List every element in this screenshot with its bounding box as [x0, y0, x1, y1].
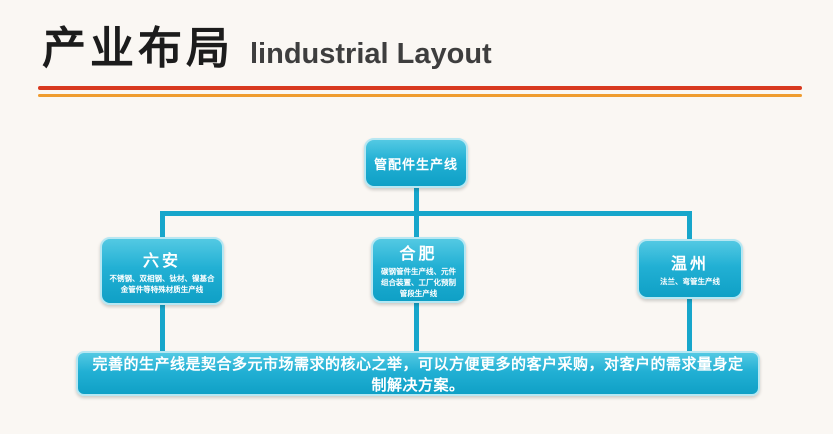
connector-horizontal	[160, 211, 692, 216]
node-hefei: 合肥 碳钢管件生产线、元件组合装置、工厂化预制管段生产线	[371, 237, 466, 303]
node-wenzhou: 温州 法兰、弯管生产线	[637, 239, 743, 299]
connector-drop-luan	[160, 211, 165, 239]
node-root-label: 管配件生产线	[373, 156, 458, 172]
node-luan-name: 六安	[142, 252, 181, 270]
node-luan-desc: 不锈钢、双相钢、钛材、镍基合金管件等特殊材质生产线	[109, 273, 215, 294]
node-hefei-desc: 碳钢管件生产线、元件组合装置、工厂化预制管段生产线	[381, 267, 456, 298]
node-wenzhou-desc: 法兰、弯管生产线	[660, 277, 720, 287]
connector-root-down	[414, 186, 419, 214]
node-hefei-name: 合肥	[399, 246, 438, 264]
title-chinese: 产业布局	[42, 24, 234, 73]
connector-luan-to-summary	[160, 303, 165, 353]
node-root: 管配件生产线	[364, 138, 468, 188]
divider-line-top	[38, 86, 802, 90]
title-english: lindustrial Layout	[250, 38, 492, 70]
summary-text: 完善的生产线是契合多元市场需求的核心之举，可以方便更多的客户采购，对客户的需求量…	[92, 355, 744, 394]
divider-line-bottom	[38, 94, 802, 97]
connector-hefei-to-summary	[414, 301, 419, 353]
connector-drop-wenzhou	[687, 211, 692, 241]
node-wenzhou-name: 温州	[670, 256, 709, 274]
connector-wenzhou-to-summary	[687, 297, 692, 353]
connector-drop-hefei	[414, 211, 419, 239]
summary-bar: 完善的生产线是契合多元市场需求的核心之举，可以方便更多的客户采购，对客户的需求量…	[76, 351, 760, 396]
page-title: 产业布局 lindustrial Layout	[42, 12, 492, 76]
node-luan: 六安 不锈钢、双相钢、钛材、镍基合金管件等特殊材质生产线	[100, 237, 224, 305]
